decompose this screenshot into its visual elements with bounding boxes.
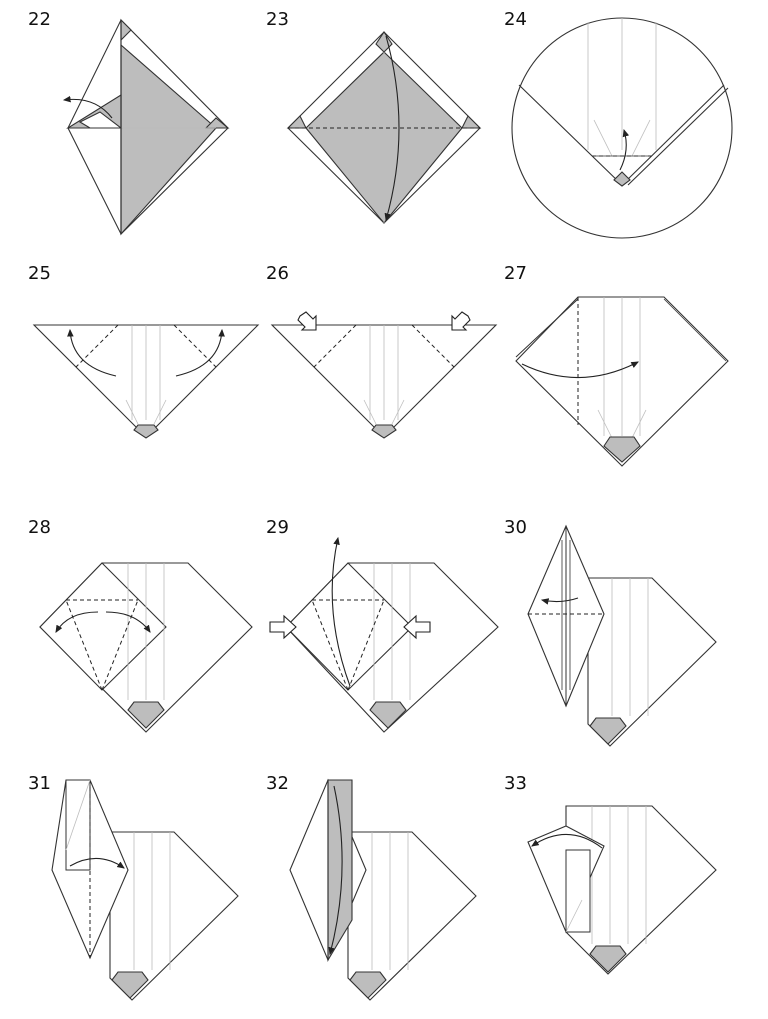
step-27: 27 [504,263,729,467]
step-22-number: 22 [28,9,51,30]
step-28-number: 28 [28,517,51,538]
step-33-fold-arrow [531,833,603,849]
step-26-valley-left [313,324,357,368]
step-22: 22 [28,9,230,236]
step-32-gray-tip [349,971,387,999]
step-29-gray-tip [369,701,407,729]
step-27-crease-4 [597,409,613,439]
step-29-push-arrow-right [403,614,431,640]
step-28: 28 [28,517,253,733]
step-23-number: 23 [266,9,289,30]
step-23: 23 [266,9,482,224]
step-27-number: 27 [504,263,527,284]
step-26-crease-5 [391,399,405,425]
step-29-number: 29 [266,517,289,538]
step-27-fold-arrow [521,361,639,379]
step-24-crease-4 [593,119,613,157]
step-33-gray-tip [589,945,627,973]
step-31-fold-arrow [69,857,125,869]
step-26-push-arrow-right [451,311,471,331]
step-23-fold-arrow [384,35,400,222]
step-26-crease-4 [363,399,377,425]
step-24-left-edge [518,84,623,186]
step-26-gray-tip [371,424,397,439]
step-32-body [347,831,477,1001]
step-33: 33 [504,773,717,975]
step-30-fold-arrow [540,597,579,605]
step-33-strip [565,849,591,933]
step-25-crease-5 [153,399,167,425]
step-27-gray-tip [603,436,641,463]
step-24-gray-tip [613,171,631,187]
step-29: 29 [266,517,499,733]
step-28-gray-tip [127,701,165,729]
step-33-crease-5 [565,899,583,933]
step-25-arrow-right [175,328,225,377]
step-28-arrow-left [55,611,99,633]
step-30-body [587,577,717,747]
step-26-valley-right [411,324,455,368]
step-24-number: 24 [504,9,527,30]
step-26-push-arrow-left [297,311,317,331]
step-26: 26 [266,263,498,439]
step-25: 25 [28,263,260,439]
step-29-lift-arrow [331,536,351,687]
step-32-number: 32 [266,773,289,794]
step-28-arrow-right [105,611,151,633]
step-24-crease-5 [631,119,651,157]
step-25-crease-4 [125,399,139,425]
step-27-double-edge [663,298,727,362]
step-22-fold-arrow [62,95,113,119]
step-24-fold-arrow [619,128,630,171]
step-30: 30 [504,517,717,747]
step-32: 32 [266,773,477,1001]
step-28-valley-right [101,599,139,691]
step-26-number: 26 [266,263,289,284]
step-27-crease-5 [631,409,647,439]
step-24-right-edge [621,84,725,186]
step-31-number: 31 [28,773,51,794]
step-31-top-strip [65,779,91,871]
step-33-number: 33 [504,773,527,794]
step-31-crease-4 [65,779,91,851]
step-31-body [109,831,239,1001]
step-24: 24 [504,9,733,239]
step-24-right-edge-2 [627,87,729,186]
step-31-gray-tip [111,971,149,999]
step-27-flap-edge [515,298,579,358]
step-29-push-arrow-left [269,614,297,640]
step-25-gray-tip [133,424,159,439]
step-29-valley-right [347,599,385,691]
step-30-number: 30 [504,517,527,538]
step-29-valley-left [311,599,349,691]
step-32-fold-arrow [328,785,343,956]
step-30-gray-tip [589,717,627,745]
step-31: 31 [28,773,239,1001]
step-25-arrow-left [67,328,117,377]
step-22-right-tip [204,117,230,129]
step-25-number: 25 [28,263,51,284]
step-28-valley-left [65,599,103,691]
